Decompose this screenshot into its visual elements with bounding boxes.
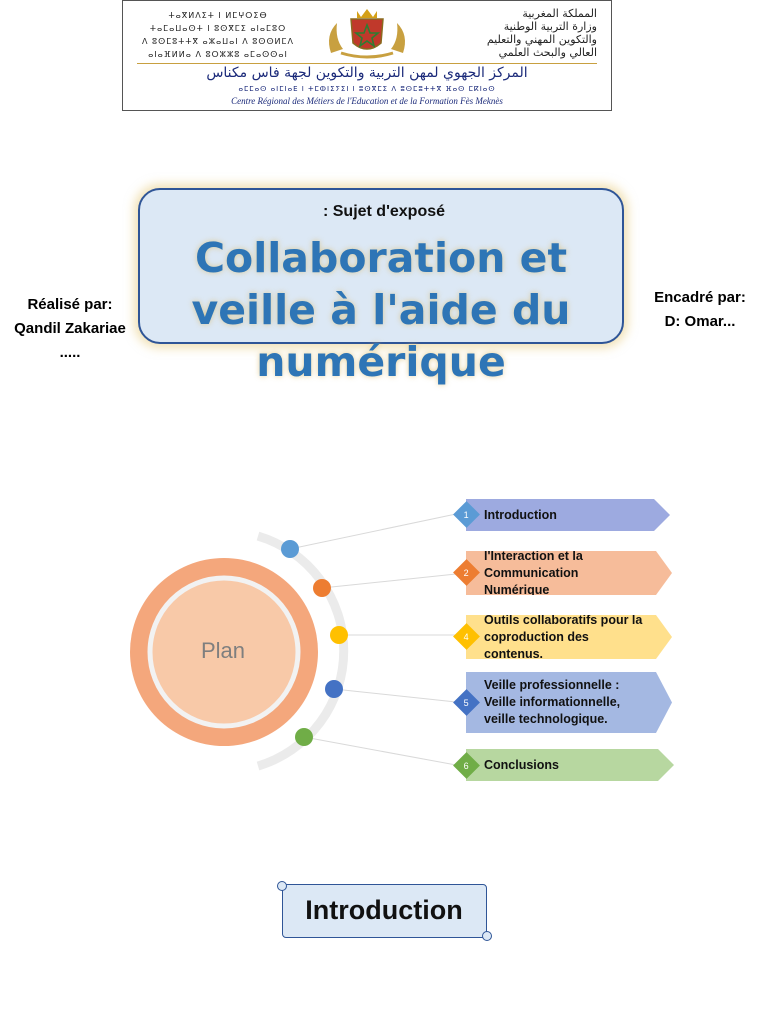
plan-inner-circle — [147, 575, 301, 729]
arabic-line: المملكة المغربية — [522, 7, 597, 20]
plan-diagram — [130, 513, 457, 771]
section-heading-scroll — [277, 881, 492, 941]
connector-line — [321, 573, 457, 589]
author-extra: ..... — [59, 344, 81, 361]
supervisor-block: Encadré par: D: Omar... — [640, 286, 760, 334]
plan-item-line: Outils collaboratifs pour la — [484, 612, 643, 627]
plan-item-line: Communication Numérique — [484, 565, 579, 597]
plan-item-line: Veille informationnelle, — [484, 695, 621, 709]
title-box — [138, 188, 624, 344]
connector-line — [303, 736, 457, 766]
plan-item-text: l'Interaction et la Communication Numériq… — [484, 548, 646, 599]
supervisor-label: Encadré par: — [654, 289, 746, 306]
arabic-line: وزارة التربية الوطنية — [503, 20, 597, 33]
center-name-french: Centre Régional des Métiers de l'Educati… — [231, 96, 503, 106]
plan-item-conclusions[interactable]: Conclusions — [466, 749, 674, 781]
banner-divider — [137, 63, 597, 64]
tifinagh-line: ⴰⵏⴰⴼⵍⵍⴰ ⴷ ⵓⵔⵣⵣⵓ ⴰⵎⴰⵙⵙⴰⵏ — [148, 50, 288, 59]
plan-node-2 — [313, 579, 331, 597]
plan-item-text: Conclusions — [484, 757, 560, 772]
plan-node-4 — [325, 680, 343, 698]
center-name-tifinagh: ⴰⵎⵎⴰⵙ ⴰⵏⵎⵏⴰⴹ ⵏ ⵜⵎⵀⵏⵉⵢⵉⵏ ⵏ ⵓⵙⴳⵎⵉ ⴷ ⵓⵙⵎⵓⵜⵜ… — [238, 85, 496, 93]
section-heading: Introduction — [305, 895, 463, 925]
plan-node-3 — [330, 626, 348, 644]
badge-number: 1 — [463, 509, 470, 520]
author-label: Réalisé par: — [27, 296, 113, 313]
plan-item-text: Outils collaboratifs pour la coproduction… — [484, 612, 646, 663]
plan-arc — [256, 531, 349, 771]
plan-item-introduction[interactable]: Introduction — [466, 499, 670, 531]
badge-number: 4 — [463, 631, 470, 642]
plan-item-line: l'Interaction et la — [484, 548, 583, 563]
plan-item-text: Veille professionnelle : Veille informati… — [484, 677, 620, 728]
center-name-arabic: المركز الجهوي لمهن التربية والتكوين لجهة… — [206, 65, 528, 81]
plan-node-5 — [295, 728, 313, 746]
plan-item-text: Introduction — [484, 507, 557, 522]
badge-number: 5 — [463, 697, 470, 708]
arabic-ministry-text: المملكة المغربية وزارة التربية الوطنية و… — [427, 7, 597, 59]
supervisor-name: D: Omar... — [664, 313, 736, 330]
plan-item-line: veille technologique. — [484, 712, 608, 726]
badge-number: 2 — [463, 567, 470, 578]
badge-number: 6 — [463, 760, 470, 771]
plan-item-line: coproduction des contenus. — [484, 629, 589, 661]
coat-of-arms-emblem — [329, 9, 405, 59]
title-line: Collaboration et — [194, 234, 568, 282]
tifinagh-line: ⴷ ⵓⵙⵎⵓⵜⵜⴳ ⴰⵣⴰⵡⴰⵏ ⴷ ⵓⵙⵙⵍⵎⴷ — [142, 37, 294, 46]
plan-item-line: Veille professionnelle : — [484, 678, 620, 692]
tifinagh-line: ⵜⴰⵎⴰⵡⴰⵙⵜ ⵏ ⵓⵙⴳⵎⵉ ⴰⵏⴰⵎⵓⵔ — [149, 24, 287, 33]
plan-node-1 — [281, 540, 299, 558]
title-line: numérique — [256, 338, 506, 386]
plan-item-professional-watch[interactable]: Veille professionnelle : Veille informati… — [466, 672, 672, 733]
plan-item-collaborative-tools[interactable]: Outils collaboratifs pour la coproduction… — [466, 615, 672, 659]
connector-line — [289, 513, 457, 550]
tifinagh-ministry-text: ⵜⴰⴳⵍⴷⵉⵜ ⵏ ⵍⵎⵖⵔⵉⴱ ⵜⴰⵎⴰⵡⴰⵙⵜ ⵏ ⵓⵙⴳⵎⵉ ⴰⵏⴰⵎⵓⵔ… — [133, 9, 303, 61]
plan-item-interaction[interactable]: l'Interaction et la Communication Numériq… — [466, 551, 672, 595]
title-line: veille à l'aide du — [191, 286, 571, 334]
arabic-line: العالي والبحث العلمي — [498, 46, 597, 59]
author-name: Qandil Zakariae — [14, 320, 126, 337]
tifinagh-line: ⵜⴰⴳⵍⴷⵉⵜ ⵏ ⵍⵎⵖⵔⵉⴱ — [168, 11, 268, 20]
arabic-line: والتكوين المهني والتعليم — [486, 33, 597, 46]
connector-line — [333, 688, 457, 703]
subject-label: : Sujet d'exposé — [322, 203, 446, 220]
plan-label: Plan — [200, 638, 246, 663]
author-block: Réalisé par: Qandil Zakariae ..... — [0, 293, 140, 365]
institution-banner: ⵜⴰⴳⵍⴷⵉⵜ ⵏ ⵍⵎⵖⵔⵉⴱ ⵜⴰⵎⴰⵡⴰⵙⵜ ⵏ ⵓⵙⴳⵎⵉ ⴰⵏⴰⵎⵓⵔ… — [122, 0, 612, 111]
presentation-title: Collaboration et veille à l'aide du numé… — [150, 232, 612, 388]
